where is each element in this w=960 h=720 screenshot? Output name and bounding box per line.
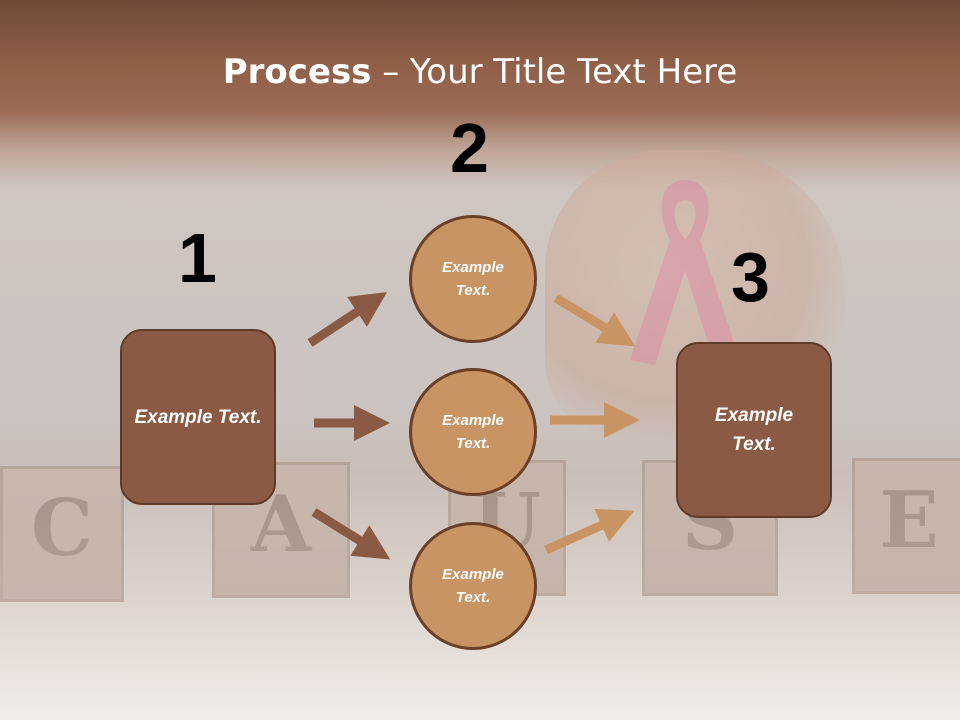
circle-middle-text: Example Text.: [442, 412, 504, 452]
step-1-box-text: Example Text.: [134, 406, 262, 428]
arrow-from-bottom-circle: [544, 508, 635, 555]
background-block-c: C: [0, 466, 124, 602]
step-2-circle-top[interactable]: Example Text.: [409, 215, 537, 343]
step-number-3: 3: [731, 238, 770, 316]
step-3-box[interactable]: Example Text.: [676, 342, 832, 518]
circle-top-text: Example Text.: [442, 259, 504, 299]
arrow-to-bottom-circle: [311, 508, 391, 560]
step-2-circle-bottom[interactable]: Example Text.: [409, 522, 537, 650]
step-number-2: 2: [450, 109, 489, 187]
background-block-e: E: [852, 458, 960, 594]
slide-title: Process – Your Title Text Here: [0, 52, 960, 92]
step-number-1: 1: [178, 219, 217, 297]
step-2-circle-middle[interactable]: Example Text.: [409, 368, 537, 496]
awareness-ribbon-icon: [630, 180, 740, 365]
step-1-box[interactable]: Example Text.: [120, 329, 276, 505]
arrow-from-top-circle: [553, 294, 636, 347]
circle-bottom-text: Example Text.: [442, 566, 504, 606]
title-bold: Process: [222, 52, 372, 92]
arrow-to-top-circle: [307, 292, 388, 347]
step-3-box-text: Example Text.: [714, 405, 794, 455]
title-rest: – Your Title Text Here: [371, 52, 738, 92]
